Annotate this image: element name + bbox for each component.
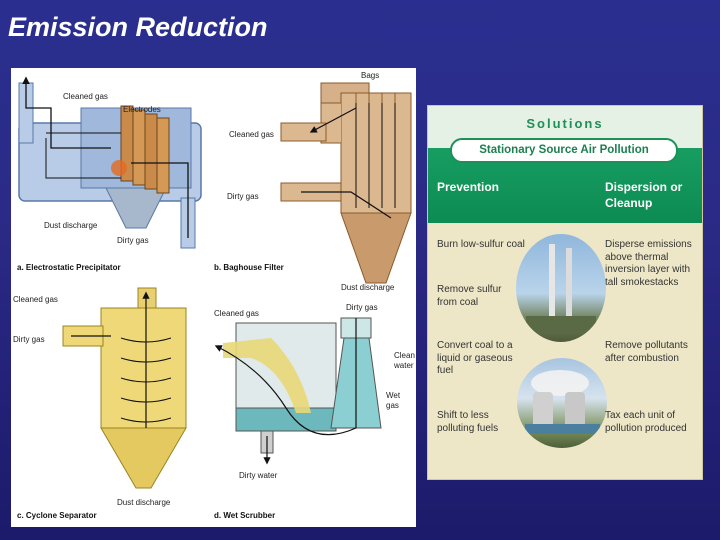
esp-caption: a. Electrostatic Precipitator	[17, 263, 121, 272]
prevention-item-1: Burn low-sulfur coal	[437, 239, 525, 252]
esp-electrodes-label: Electrodes	[123, 105, 161, 114]
prevention-heading: Prevention	[437, 179, 499, 195]
baghouse-dust-discharge-label: Dust discharge	[341, 283, 395, 292]
esp-dirty-gas-label: Dirty gas	[117, 236, 149, 245]
smokestack-photo	[516, 234, 606, 342]
cooling-tower-photo	[517, 358, 607, 448]
solutions-title: Solutions	[428, 116, 702, 131]
scrubber-cleaned-gas-label: Cleaned gas	[214, 309, 259, 318]
baghouse-caption: b. Baghouse Filter	[214, 263, 284, 272]
scrubber-dirty-gas-label: Dirty gas	[346, 303, 378, 312]
scrubber-dirty-water-label: Dirty water	[239, 471, 278, 480]
solutions-panel: Solutions Stationary Source Air Pollutio…	[427, 105, 703, 480]
scrubber-wet-gas-label-1: Wet	[386, 391, 401, 400]
cyclone-caption: c. Cyclone Separator	[17, 511, 97, 520]
scrubber-clean-water-label-1: Clean	[394, 351, 415, 360]
slide-title: Emission Reduction	[8, 12, 268, 43]
scrubber-clean-water-label-2: water	[393, 361, 414, 370]
cleanup-item-1: Disperse emissions above thermal inversi…	[605, 239, 692, 289]
cyclone-separator	[63, 288, 186, 488]
cleanup-heading: Dispersion or Cleanup	[605, 179, 682, 211]
pollution-control-diagram: Cleaned gas Electrodes Dust discharge Di…	[11, 68, 416, 527]
baghouse-dirty-gas-label: Dirty gas	[227, 192, 259, 201]
baghouse-cleaned-gas-label: Cleaned gas	[229, 130, 274, 139]
cleanup-heading-line-1: Dispersion or	[605, 179, 682, 195]
prevention-item-2: Remove sulfur from coal	[437, 284, 501, 309]
scrubber-wet-gas-label-2: gas	[386, 401, 399, 410]
cyclone-cleaned-gas-label: Cleaned gas	[13, 295, 58, 304]
esp-dust-discharge-label: Dust discharge	[44, 221, 98, 230]
cyclone-dust-discharge-label: Dust discharge	[117, 498, 171, 507]
cleanup-heading-line-2: Cleanup	[605, 195, 682, 211]
cleanup-item-2: Remove pollutants after combustion	[605, 340, 688, 365]
baghouse-bags-label: Bags	[361, 71, 379, 80]
scrubber-caption: d. Wet Scrubber	[214, 511, 275, 520]
wet-scrubber	[216, 318, 381, 463]
baghouse-filter	[281, 83, 411, 283]
cyclone-dirty-gas-label: Dirty gas	[13, 335, 45, 344]
solutions-banner: Stationary Source Air Pollution	[450, 138, 678, 163]
esp-cleaned-gas-label: Cleaned gas	[63, 92, 108, 101]
prevention-item-3: Convert coal to a liquid or gaseous fuel	[437, 340, 513, 378]
cleanup-item-3: Tax each unit of pollution produced	[605, 410, 687, 435]
prevention-item-4: Shift to less polluting fuels	[437, 410, 498, 435]
pollution-control-figure: Cleaned gas Electrodes Dust discharge Di…	[11, 68, 416, 527]
